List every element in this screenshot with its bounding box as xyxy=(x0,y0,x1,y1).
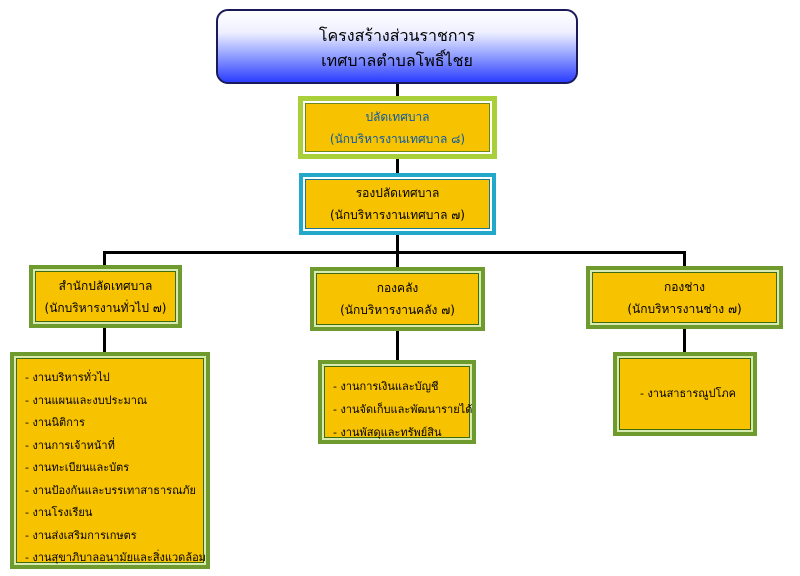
division-finance-task-list: - งานการเงินและบัญชี - งานจัดเก็บและพัฒน… xyxy=(318,360,476,444)
connector-top-to-deputy xyxy=(396,158,399,174)
deputy-clerk-title: รองปลัดเทศบาล xyxy=(355,186,440,200)
municipal-clerk-subtitle: (นักบริหารงานเทศบาล ๘) xyxy=(329,131,466,146)
task-item: - งานแผนและงบประมาณ xyxy=(25,393,148,407)
title-line-2: เทศบาลตำบลโพธิ์ไชย xyxy=(321,51,473,70)
connector-deputy-down xyxy=(396,233,399,253)
connector-division-3-tasks xyxy=(683,328,686,354)
connector-title-to-top xyxy=(396,84,399,98)
division-office-title: สำนักปลัดเทศบาล xyxy=(58,278,153,293)
connector-division-1-tasks xyxy=(103,326,106,354)
task-item: - งานพัสดุและทรัพย์สิน xyxy=(333,426,442,439)
connector-to-division-3 xyxy=(683,251,686,267)
task-item: - งานทะเบียนและบัตร xyxy=(25,461,130,474)
connector-division-2-tasks xyxy=(396,330,399,362)
division-office-task-list: - งานบริหารทั่วไป - งานแผนและงบประมาณ - … xyxy=(10,352,210,569)
municipal-clerk-title: ปลัดเทศบาล xyxy=(365,109,430,124)
division-engineering-title: กองช่าง xyxy=(663,279,706,294)
task-item: - งานนิติการ xyxy=(25,416,85,429)
task-item: - งานการเจ้าหน้าที่ xyxy=(25,438,115,452)
division-engineering-subtitle: (นักบริหารงานช่าง ๗) xyxy=(627,301,742,316)
task-item: - งานบริหารทั่วไป xyxy=(25,371,110,384)
division-engineering-box: กองช่าง (นักบริหารงานช่าง ๗) xyxy=(586,266,783,329)
task-item: - งานโรงเรียน xyxy=(25,506,93,519)
connector-to-division-2 xyxy=(396,251,399,267)
task-item: - งานการเงินและบัญชี xyxy=(333,380,439,393)
title-line-1: โครงสร้างส่วนราชการ xyxy=(318,26,476,45)
division-office-subtitle: (นักบริหารงานทั่วไป ๗) xyxy=(44,300,167,315)
division-office-box: สำนักปลัดเทศบาล (นักบริหารงานทั่วไป ๗) xyxy=(29,265,182,328)
deputy-clerk-subtitle: (นักบริหารงานเทศบาล ๗) xyxy=(330,208,465,222)
municipal-clerk-box: ปลัดเทศบาล (นักบริหารงานเทศบาล ๘) xyxy=(298,96,497,159)
connector-horizontal-bar xyxy=(103,251,686,254)
task-item: - งานป้องกันและบรรเทาสาธารณภัย xyxy=(25,483,196,497)
task-item: - งานจัดเก็บและพัฒนารายได้ xyxy=(333,403,473,416)
division-finance-box: กองคลัง (นักบริหารงานคลัง ๗) xyxy=(310,267,485,331)
division-finance-subtitle: (นักบริหารงานคลัง ๗) xyxy=(340,303,455,317)
deputy-clerk-box: รองปลัดเทศบาล (นักบริหารงานเทศบาล ๗) xyxy=(299,173,496,235)
division-engineering-task-list: - งานสาธารณูปโภค xyxy=(613,352,757,436)
org-chart-title: โครงสร้างส่วนราชการ เทศบาลตำบลโพธิ์ไชย xyxy=(216,9,578,84)
connector-to-division-1 xyxy=(103,251,106,265)
task-item: - งานสาธารณูปโภค xyxy=(640,387,736,400)
division-finance-title: กองคลัง xyxy=(376,281,419,295)
task-item: - งานส่งเสริมการเกษตร xyxy=(25,528,137,542)
task-item: - งานสุขาภิบาลอนามัยและสิ่งแวดล้อม xyxy=(25,551,206,564)
